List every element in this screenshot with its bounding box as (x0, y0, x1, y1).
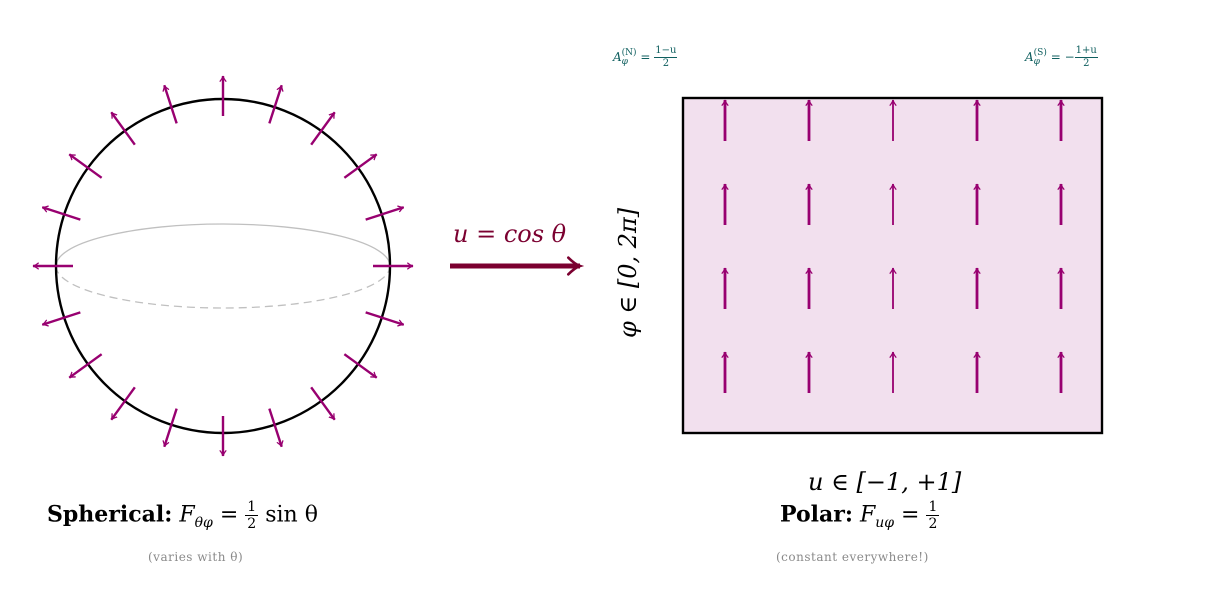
radial-arrow (110, 111, 136, 146)
radial-arrow (41, 311, 81, 324)
polar-arrows (725, 100, 1061, 393)
radial-arrow (310, 386, 336, 421)
u-axis-label: u ∈ [−1, +1] (808, 468, 962, 496)
equator-back (55, 223, 391, 267)
sphere-outline (54, 97, 392, 435)
polar-title: Polar: (780, 501, 853, 528)
spherical-title: Spherical: (47, 501, 173, 528)
equator-front (55, 265, 391, 309)
radial-arrow (268, 84, 281, 124)
polar-note: (constant everywhere!) (776, 550, 929, 564)
radial-arrow (268, 408, 281, 448)
sphere-arrows (33, 76, 413, 456)
radial-arrow (365, 311, 405, 324)
radial-arrow (68, 353, 103, 379)
radial-arrow (365, 207, 405, 221)
radial-arrow (343, 353, 378, 379)
radial-arrow (41, 207, 81, 221)
radial-arrow (68, 153, 103, 179)
transform-label: u = cos θ (453, 220, 567, 248)
sphere (54, 97, 392, 435)
spherical-note: (varies with θ) (148, 550, 244, 564)
radial-arrow (164, 408, 178, 448)
phi-axis-label: φ ∈ [0, 2π] (614, 207, 642, 338)
radial-arrow (310, 111, 336, 146)
radial-arrow (343, 153, 378, 179)
radial-arrow (110, 386, 136, 421)
radial-arrow (164, 84, 178, 124)
